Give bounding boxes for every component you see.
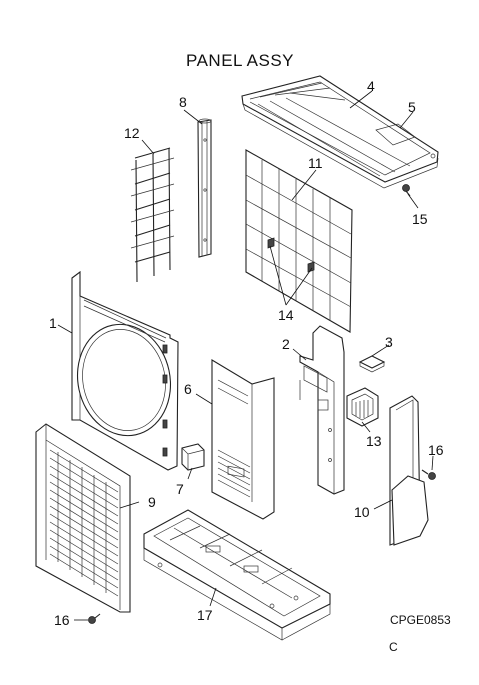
- callout-7: 7: [176, 481, 184, 497]
- callout-10: 10: [354, 504, 370, 520]
- callout-9: 9: [148, 494, 156, 510]
- cover-block: [181, 443, 205, 471]
- callout-5: 5: [408, 99, 416, 115]
- small-cap: [358, 355, 386, 373]
- callout-13: 13: [366, 433, 382, 449]
- callout-16-left: 16: [54, 612, 70, 628]
- callout-1: 1: [49, 315, 57, 331]
- support-post: [197, 118, 212, 258]
- callout-8: 8: [179, 94, 187, 110]
- electrical-bracket: [299, 325, 345, 495]
- callout-15: 15: [412, 211, 428, 227]
- drawing-code: CPGE0853: [390, 613, 451, 627]
- callout-6: 6: [184, 381, 192, 397]
- diagram-title: PANEL ASSY: [186, 51, 294, 70]
- screw-16-left: [88, 613, 101, 624]
- terminal-cover: [346, 387, 379, 427]
- front-side-panel: [211, 359, 275, 520]
- callout-3: 3: [385, 334, 393, 350]
- callout-14: 14: [278, 307, 294, 323]
- screw-15: [402, 184, 411, 197]
- base-pan: [143, 509, 331, 641]
- callout-17: 17: [197, 607, 213, 623]
- fan-shroud-panel: [71, 270, 179, 471]
- leader-lines: [57, 90, 434, 621]
- screw-16-right: [421, 469, 436, 480]
- callout-16-right: 16: [428, 442, 444, 458]
- callout-labels: 1 2 3 4 5 6 7 8 9 10 11 12 13 14 15 16 1…: [49, 78, 444, 628]
- front-grille: [35, 423, 131, 613]
- large-wire-grille: [245, 149, 353, 333]
- callout-2: 2: [282, 336, 290, 352]
- callout-4: 4: [367, 78, 375, 94]
- callout-12: 12: [124, 125, 140, 141]
- revision-letter: C: [389, 640, 398, 654]
- callout-11: 11: [308, 155, 323, 171]
- right-side-panel: [389, 395, 429, 546]
- top-panel: [241, 75, 439, 189]
- small-wire-grille: [130, 147, 175, 283]
